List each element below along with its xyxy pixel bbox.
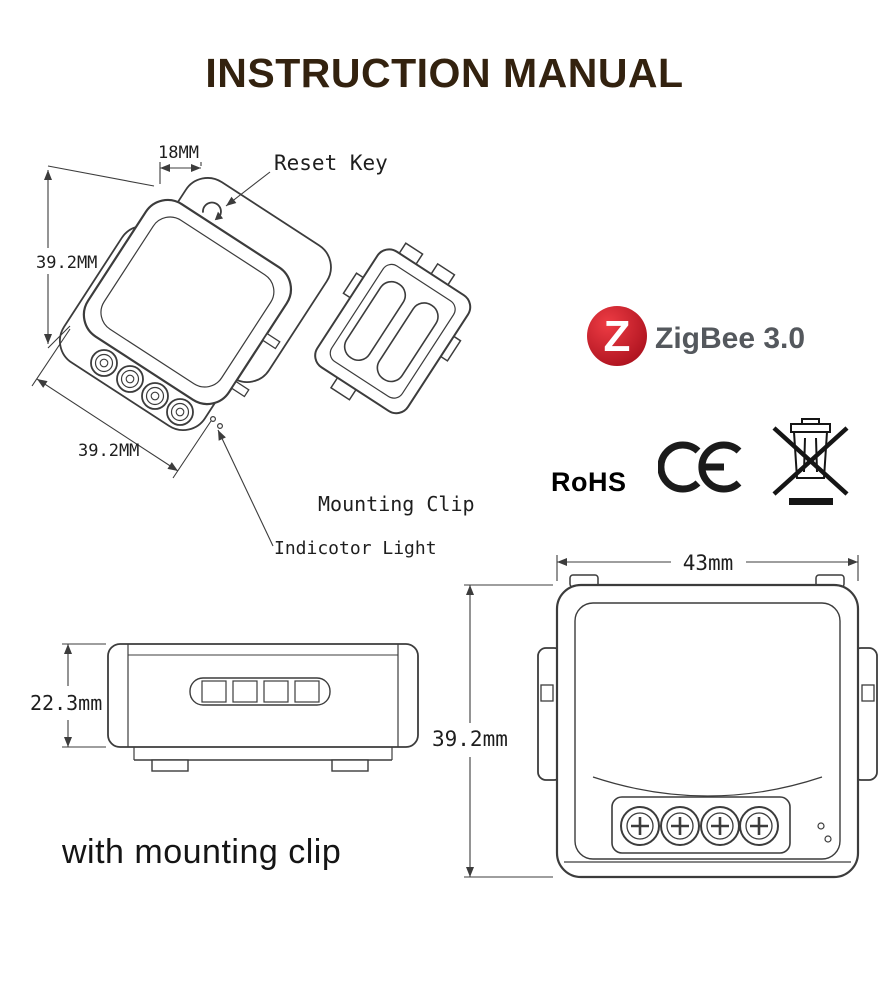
side-view-device: [107, 643, 419, 772]
indicator-light-dot: [217, 423, 224, 430]
reset-key-icon: [202, 201, 224, 221]
device-front-face: [82, 198, 293, 406]
device-snap-tab: [230, 380, 250, 398]
ce-letter-c: [658, 441, 701, 493]
clip-latch: [540, 684, 554, 702]
clip-outline: [314, 248, 472, 415]
dim-39-2mm-front-label: 39.2mm: [432, 727, 508, 751]
dim-22-3mm-label: 22.3mm: [30, 691, 102, 715]
weee-bar: [789, 498, 833, 505]
device-body-drawing: [59, 177, 332, 431]
side-view-dimensions: [62, 643, 106, 748]
device-outline: [555, 583, 860, 879]
terminal-slot: [294, 680, 320, 703]
clip-latch: [861, 684, 875, 702]
terminal-block: [611, 796, 791, 854]
dim-43mm: [556, 555, 859, 581]
side-view-caption: with mounting clip: [62, 833, 342, 871]
cross-line: [772, 426, 849, 496]
reset-key-leader: [225, 171, 271, 207]
indicator-light-label: Indicotor Light: [274, 538, 437, 559]
indicator-light-dot: [824, 835, 832, 843]
iso-dimension-lines: [31, 162, 274, 547]
iso-labels: 18MM Reset Key 39.2MM 39.2MM Mounting Cl…: [36, 143, 475, 559]
zigbee-label: ZigBee 3.0: [655, 322, 805, 355]
page-title: INSTRUCTION MANUAL: [205, 50, 684, 96]
weee-bin-icon: [772, 418, 849, 505]
terminal-slot: [263, 680, 289, 703]
dim-18mm: [159, 162, 202, 184]
terminal-recess: [189, 677, 331, 706]
indicator-light-dot: [817, 822, 825, 830]
dim-39-2mm-front: [464, 584, 553, 878]
front-view-device: [537, 574, 878, 879]
side-body-outline: [107, 643, 419, 748]
front-view-labels: 43mm 39.2mm: [432, 551, 733, 751]
device-snap-tab: [261, 332, 281, 350]
side-view-diagram: 22.3mm: [30, 643, 419, 772]
front-view-dimensions: [464, 555, 859, 878]
isometric-view-diagram: 18MM Reset Key 39.2MM 39.2MM Mounting Cl…: [31, 143, 475, 559]
front-view-diagram: 43mm 39.2mm: [432, 551, 878, 879]
reset-key-label: Reset Key: [274, 151, 388, 175]
bin-lid: [790, 423, 831, 433]
bin-handle: [801, 418, 820, 424]
clip-slot: [376, 302, 439, 383]
mounting-clip-drawing: [314, 242, 472, 415]
dim-39-2mm-left: [44, 165, 155, 349]
ce-letter-e: [698, 441, 742, 493]
dim-39-2mm-bottom-label: 39.2MM: [78, 441, 139, 461]
terminal-slot: [232, 680, 258, 703]
face-inset: [574, 602, 841, 860]
bin-body: [792, 431, 829, 479]
zigbee-letter: Z: [604, 312, 631, 361]
terminal-screws-front: [620, 806, 779, 846]
molded-curve: [592, 776, 823, 797]
mounting-clip-label: Mounting Clip: [318, 492, 475, 516]
dim-39-2mm-left-label: 39.2MM: [36, 253, 97, 273]
ce-mark-icon: [658, 441, 742, 493]
dim-18mm-label: 18MM: [158, 143, 199, 163]
terminal-slot: [201, 680, 227, 703]
zigbee-logo-block: Z ZigBee 3.0: [587, 306, 805, 366]
zigbee-icon: [587, 306, 647, 366]
clip-inner-frame: [329, 263, 456, 399]
clip-slot: [343, 280, 407, 362]
device-face-inset: [100, 216, 275, 388]
clip-foot: [151, 759, 189, 772]
clip-foot: [331, 759, 369, 772]
dim-43mm-label: 43mm: [683, 551, 734, 575]
rohs-label: RoHS: [551, 467, 627, 497]
indicator-light-leader: [217, 429, 274, 547]
indicator-light-dot: [210, 416, 217, 423]
dim-39-2mm-bottom: [31, 328, 212, 479]
